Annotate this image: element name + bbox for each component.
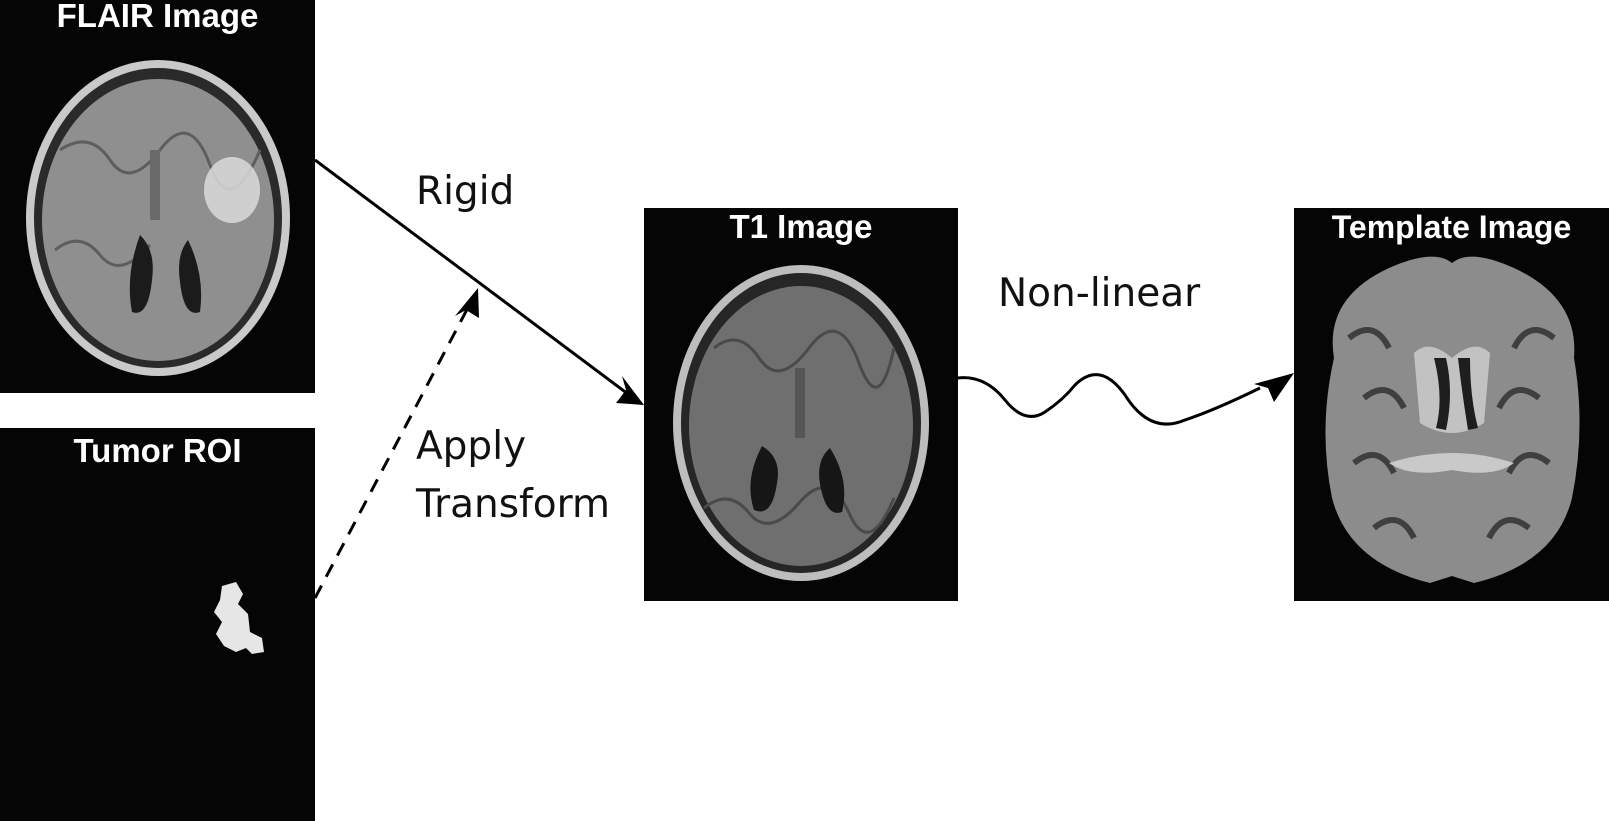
- nonlinear-arrowhead: [1254, 373, 1294, 402]
- tumor-roi-mask: [214, 582, 264, 654]
- nonlinear-arrow-line: [957, 373, 1261, 426]
- template-brain-scan: [1325, 256, 1580, 583]
- template-sulci-left: [1347, 327, 1417, 540]
- tumor-roi-panel: Tumor ROI: [0, 428, 315, 821]
- apply-transform-arrow-line: [313, 299, 474, 599]
- apply-transform-arrowhead: [455, 288, 479, 318]
- rigid-arrowhead: [616, 376, 644, 405]
- flair-lesion: [204, 157, 260, 223]
- flair-midline: [150, 150, 160, 220]
- tumor-roi-title: Tumor ROI: [73, 432, 242, 469]
- template-ventricles: [1434, 358, 1478, 430]
- nonlinear-label: Non-linear: [998, 271, 1201, 316]
- t1-sulci: [703, 486, 896, 534]
- t1-image-title: T1 Image: [729, 208, 873, 245]
- flair-left-ventricle: [129, 235, 153, 313]
- flair-image-title: FLAIR Image: [56, 0, 259, 34]
- template-sulci-right: [1486, 327, 1556, 540]
- rigid-arrow-line: [314, 158, 633, 399]
- t1-left-ventricle: [750, 446, 778, 512]
- apply-transform-label: Apply Transform: [416, 418, 610, 534]
- tumor-roi-region: [214, 582, 264, 654]
- template-image-panel: Template Image: [1294, 208, 1609, 601]
- t1-right-ventricle: [819, 448, 845, 513]
- template-image-title: Template Image: [1331, 209, 1572, 245]
- flair-right-ventricle: [179, 240, 202, 313]
- apply-transform-label-line2: Transform: [416, 482, 610, 527]
- t1-brain-scan: [673, 265, 929, 581]
- apply-transform-label-line1: Apply: [416, 424, 527, 469]
- flair-image-panel: FLAIR Image: [0, 0, 315, 393]
- flair-brain-scan: [26, 60, 290, 376]
- t1-sulci: [713, 329, 896, 389]
- rigid-label: Rigid: [416, 169, 515, 214]
- template-corpus-callosum: [1389, 453, 1514, 473]
- t1-image-panel: T1 Image: [644, 208, 958, 601]
- t1-midline: [795, 368, 805, 438]
